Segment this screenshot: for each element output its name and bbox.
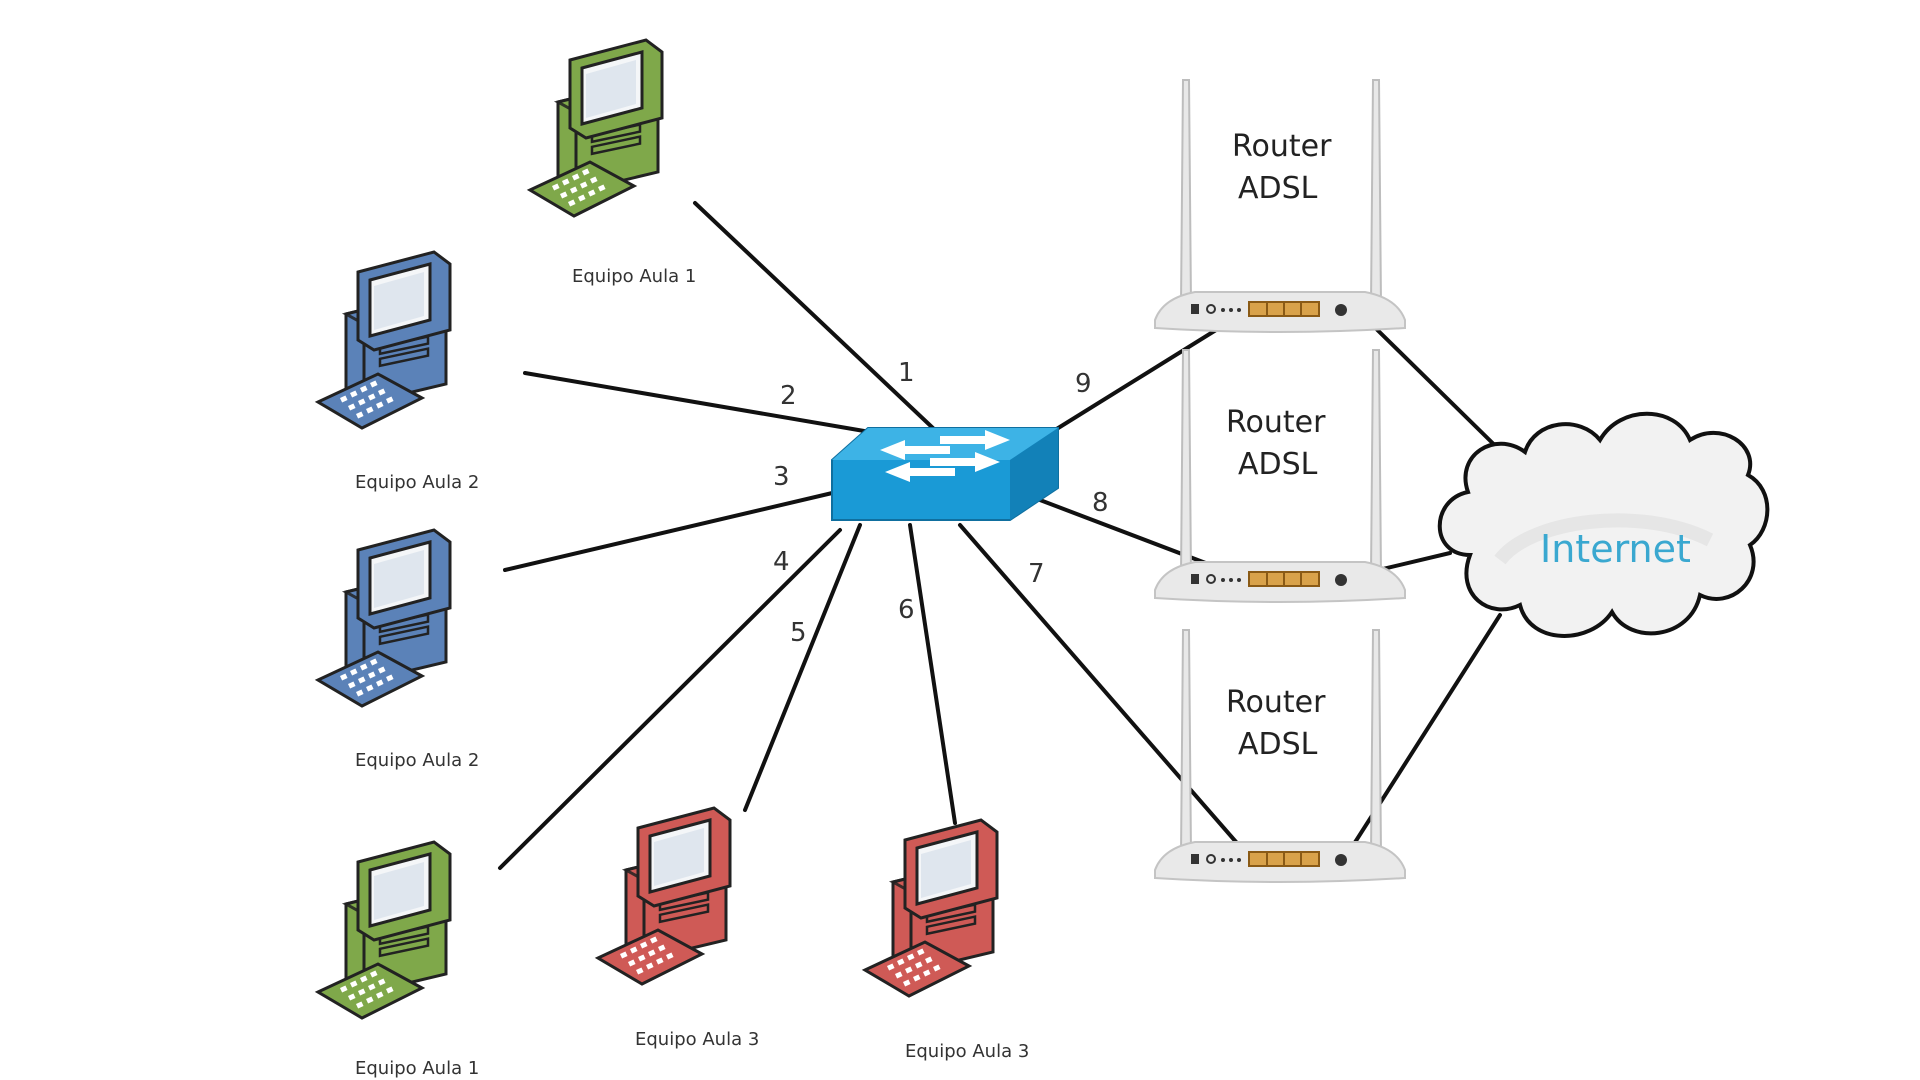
port-label-5: 5 xyxy=(790,618,807,648)
computer-label: Equipo Aula 2 xyxy=(355,750,479,771)
port-label-2: 2 xyxy=(780,381,797,411)
link-4 xyxy=(498,528,842,870)
internet-label: Internet xyxy=(1540,527,1691,571)
link-3 xyxy=(503,488,847,572)
computer-icon-aula3-right xyxy=(863,818,999,998)
computer-label: Equipo Aula 3 xyxy=(905,1041,1029,1062)
port-label-3: 3 xyxy=(773,462,790,492)
router-label-line2: ADSL xyxy=(1238,727,1318,762)
router-label-line2: ADSL xyxy=(1238,447,1318,482)
port-label-1: 1 xyxy=(898,358,915,388)
router-label-line1: Router xyxy=(1226,405,1326,440)
router-label-line1: Router xyxy=(1226,685,1326,720)
port-label-7: 7 xyxy=(1028,559,1045,589)
computer-icon-aula2-upper xyxy=(316,250,452,430)
link-router3-internet xyxy=(1343,613,1502,860)
computer-icon-aula3-left xyxy=(596,806,732,986)
port-label-8: 8 xyxy=(1092,488,1109,518)
computer-icon-aula1-bottom xyxy=(316,840,452,1020)
link-7 xyxy=(958,523,1252,860)
port-label-6: 6 xyxy=(898,595,915,625)
computer-label: Equipo Aula 1 xyxy=(572,266,696,287)
computer-label: Equipo Aula 1 xyxy=(355,1058,479,1079)
router-icon-top xyxy=(1154,79,1406,333)
network-switch-icon xyxy=(831,427,1059,521)
computer-label: Equipo Aula 2 xyxy=(355,472,479,493)
cloud-icon xyxy=(1437,411,1770,638)
computer-label: Equipo Aula 3 xyxy=(635,1029,759,1050)
link-2 xyxy=(523,371,872,434)
link-5 xyxy=(743,523,862,812)
port-label-4: 4 xyxy=(773,547,790,577)
port-label-9: 9 xyxy=(1075,369,1092,399)
computer-icon-aula2-lower xyxy=(316,528,452,708)
router-label-line1: Router xyxy=(1232,129,1332,164)
port-labels: 1 2 3 4 5 6 7 8 9 xyxy=(773,358,1109,648)
link-1 xyxy=(693,201,937,432)
link-6 xyxy=(908,523,957,825)
computer-icon-aula1-top xyxy=(528,38,664,218)
router-label-line2: ADSL xyxy=(1238,171,1318,206)
